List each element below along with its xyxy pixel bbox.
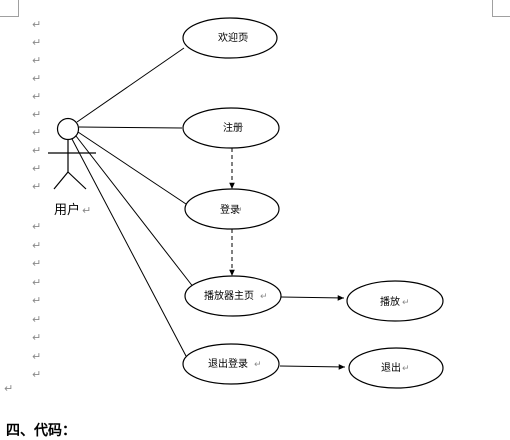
label-exit: 退出 [381, 361, 401, 374]
actor-label: 用户 [54, 202, 80, 218]
assoc-welcome [76, 47, 185, 123]
svg-text:↵: ↵ [402, 364, 410, 374]
paragraph-mark: ↵ [32, 349, 42, 363]
paragraph-mark: ↵ [32, 72, 42, 85]
actor-figure [48, 117, 96, 190]
paragraph-mark: ↵ [32, 220, 42, 233]
paragraph-mark: ↵ [32, 294, 42, 307]
paragraph-mark: ↵ [32, 257, 42, 270]
paragraph-mark: ↵ [32, 18, 42, 31]
paragraph-mark: ↵ [32, 90, 42, 103]
diagram-canvas: 用户 ↵ [48, 17, 444, 389]
assoc-logout [71, 138, 187, 357]
usecase-player-home [184, 275, 282, 317]
paragraph-mark: ↵ [32, 126, 42, 139]
actor-label-mark: ↵ [82, 204, 91, 217]
actor-left-leg [53, 171, 69, 190]
svg-text:↵: ↵ [236, 124, 244, 134]
svg-text:↵: ↵ [235, 206, 243, 216]
svg-text:↵: ↵ [260, 292, 268, 302]
usecase-register [182, 107, 280, 149]
label-register: 注册 [223, 121, 243, 134]
label-player-home: 播放器主页 [204, 289, 254, 302]
actor-head [56, 117, 80, 141]
label-welcome: 欢迎页 [218, 31, 248, 44]
paragraph-mark: ↵ [32, 275, 42, 289]
paragraph-mark: ↵ [32, 36, 42, 49]
paragraph-mark: ↵ [32, 368, 42, 381]
usecase-play [346, 280, 444, 322]
svg-text:↵: ↵ [402, 298, 410, 308]
usecase-login [184, 188, 280, 230]
section-heading: 四、代码： [6, 423, 76, 439]
usecase-exit [348, 347, 444, 389]
paragraph-mark: ↵ [32, 162, 42, 175]
paragraph-mark: ↵ [32, 108, 42, 121]
crop-mark-left [0, 0, 19, 17]
usecase-logout [182, 343, 280, 385]
label-logout: 退出登录 [208, 357, 248, 370]
flow-player-home-play [280, 295, 345, 301]
use-case-label-marks: ↵ ↵ ↵ ↵ ↵ ↵ ↵ [235, 34, 410, 374]
assoc-player-home [75, 135, 195, 289]
crop-mark-right [492, 0, 510, 17]
use-case-ellipses [182, 17, 444, 389]
assoc-register [78, 126, 183, 129]
paragraph-mark: ↵ [32, 180, 42, 193]
paragraph-mark: ↵ [32, 331, 42, 344]
paragraph-mark: ↵ [32, 144, 42, 157]
flow-logout-exit [279, 364, 346, 370]
label-play: 播放 [380, 295, 400, 308]
usecase-welcome [182, 17, 278, 59]
paragraph-mark: ↵ [4, 382, 14, 395]
assoc-login [77, 131, 187, 205]
paragraph-mark: ↵ [32, 312, 42, 326]
svg-text:↵: ↵ [254, 360, 262, 370]
label-login: 登录 [220, 203, 240, 216]
flows [279, 295, 346, 370]
paragraph-mark: ↵ [32, 238, 42, 252]
svg-text:↵: ↵ [242, 34, 250, 44]
actor-right-leg [67, 171, 87, 190]
use-case-labels: 欢迎页 注册 登录 播放器主页 播放 退出登录 退出 [204, 31, 401, 374]
associations [71, 47, 195, 357]
paragraph-mark: ↵ [32, 54, 42, 67]
